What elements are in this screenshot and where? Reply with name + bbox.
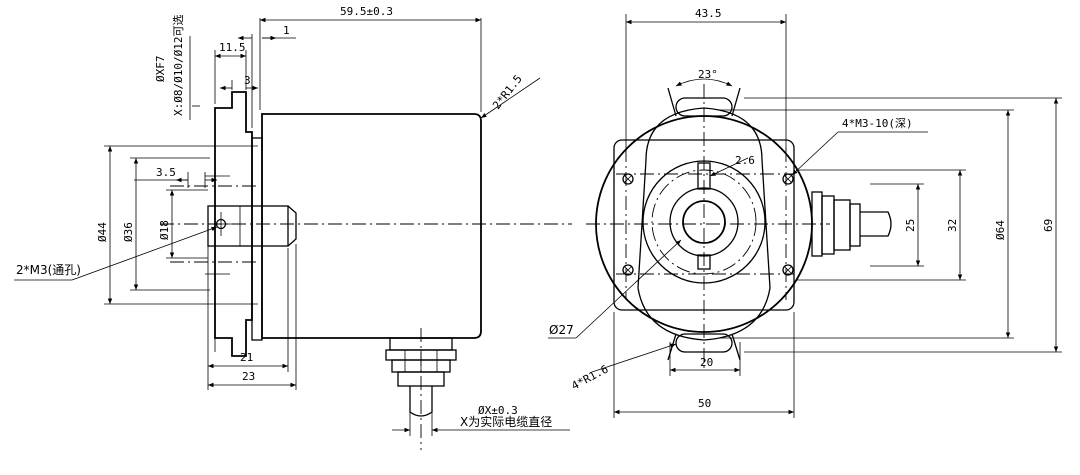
dim-32: 32 xyxy=(946,219,959,232)
flange-hub xyxy=(251,137,263,341)
label-m3-holes: 2*M3(通孔) xyxy=(16,263,81,277)
dim-dia-44: Ø44 xyxy=(96,222,109,242)
dim-20: 20 xyxy=(700,356,713,369)
body-outline xyxy=(637,107,771,341)
shaft-chamfer xyxy=(287,205,297,247)
dim-dia-64: Ø64 xyxy=(994,220,1007,240)
dim-69: 69 xyxy=(1042,219,1055,232)
dim-3-5: 3.5 xyxy=(156,166,176,179)
dim-dia-27: Ø27 xyxy=(549,323,574,337)
dim-2-6: 2.6 xyxy=(735,154,755,167)
dim-dia-18: Ø18 xyxy=(158,220,171,240)
side-view: 59.5±0.3 1 11.5 3 2*R1.5 ØXF7 X:Ø8/Ø10/Ø… xyxy=(14,5,572,450)
dim-angle-23: 23° xyxy=(698,68,718,81)
dim-21: 21 xyxy=(240,351,253,364)
shaft xyxy=(207,205,289,247)
encoder-body xyxy=(261,113,482,339)
dim-cable-dia: ØX±0.3 xyxy=(478,404,518,417)
dim-length-total: 59.5±0.3 xyxy=(340,5,393,18)
dim-1: 1 xyxy=(283,24,290,37)
label-m3-10-holes: 4*M3-10(深) xyxy=(842,117,913,130)
shaft-bore xyxy=(682,200,726,244)
dim-dia-36: Ø36 xyxy=(122,222,135,242)
dim-43-5: 43.5 xyxy=(695,7,722,20)
cable-gland-front xyxy=(811,191,892,257)
dim-50: 50 xyxy=(698,397,711,410)
label-cable-note: X为实际电缆直径 xyxy=(460,414,552,429)
dim-shaft-options: X:Ø8/Ø10/Ø12可选 xyxy=(172,15,185,116)
dim-23: 23 xyxy=(242,370,255,383)
dim-3: 3 xyxy=(244,74,251,87)
front-view: 43.5 23° 4*M3-10(深) 2.6 Ø27 4*R1.6 20 50 xyxy=(548,7,1062,418)
dim-11-5: 11.5 xyxy=(219,41,246,54)
dim-shaft-fit: ØXF7 xyxy=(154,56,167,83)
dim-radius-r1-6: 4*R1.6 xyxy=(569,363,610,393)
dim-25: 25 xyxy=(904,219,917,232)
